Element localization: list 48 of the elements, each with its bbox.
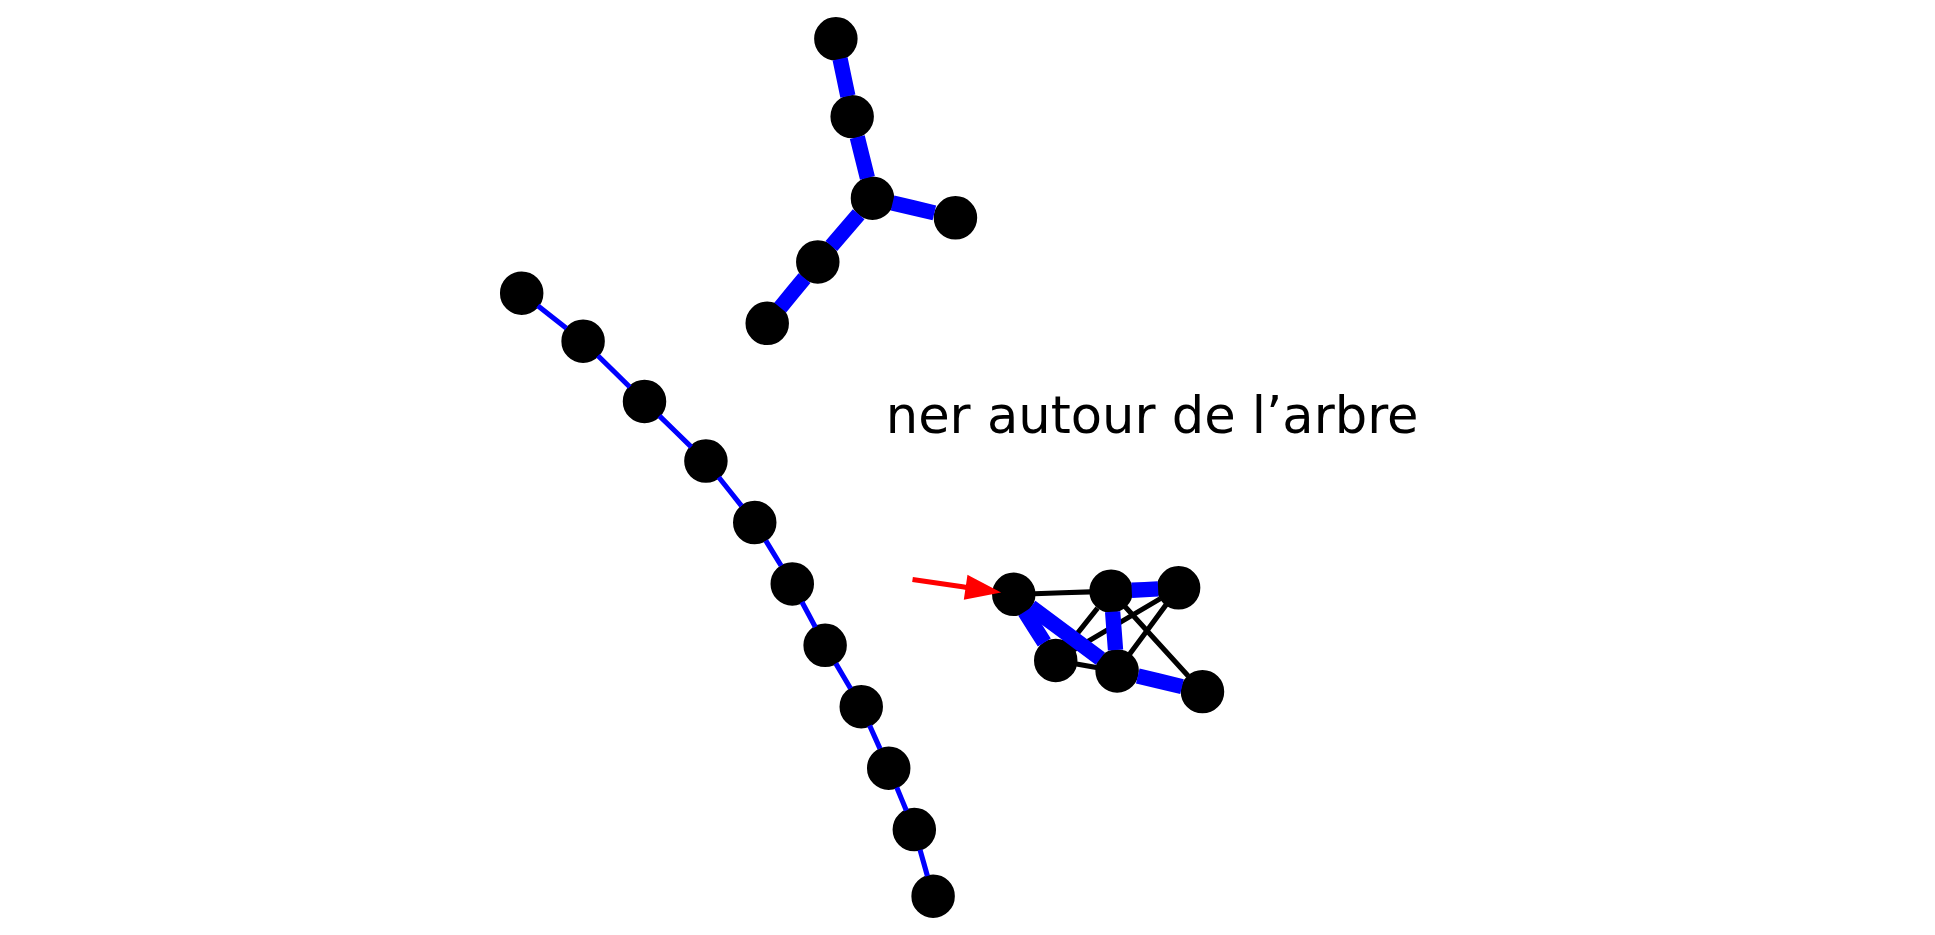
connector bbox=[763, 539, 783, 568]
node-circle bbox=[1094, 649, 1139, 693]
connector bbox=[917, 849, 930, 877]
connector bbox=[1135, 668, 1184, 695]
node-circle bbox=[802, 623, 847, 668]
node-circle bbox=[829, 94, 874, 139]
connector bbox=[1104, 611, 1123, 651]
connector bbox=[890, 195, 936, 221]
node-circle bbox=[839, 685, 883, 729]
node-circle bbox=[991, 572, 1035, 617]
connector bbox=[1075, 661, 1097, 670]
connector bbox=[595, 353, 632, 389]
node-circle bbox=[850, 176, 894, 220]
node-circle bbox=[892, 807, 936, 852]
connector bbox=[657, 414, 693, 449]
node-circle bbox=[1180, 669, 1224, 714]
connector bbox=[866, 724, 882, 750]
node-circle bbox=[732, 500, 776, 545]
arrow bbox=[911, 574, 1001, 600]
connector bbox=[716, 475, 743, 508]
node-circle bbox=[1033, 638, 1077, 683]
node-circle bbox=[683, 439, 728, 483]
connector bbox=[1126, 603, 1168, 656]
node-circle bbox=[745, 301, 789, 346]
node-circle bbox=[933, 196, 977, 240]
connector bbox=[535, 303, 568, 331]
connector bbox=[1130, 581, 1158, 598]
connector bbox=[832, 57, 855, 98]
connector bbox=[833, 662, 853, 690]
node-circle bbox=[560, 319, 605, 363]
connector bbox=[1033, 589, 1091, 597]
connector bbox=[773, 273, 810, 313]
node-circle bbox=[813, 17, 858, 61]
connector bbox=[799, 600, 818, 629]
connector bbox=[1017, 607, 1051, 647]
connector bbox=[893, 786, 909, 812]
node-circle bbox=[499, 271, 543, 315]
node-circle bbox=[1088, 569, 1133, 613]
node-circle bbox=[770, 562, 814, 606]
connector bbox=[1122, 604, 1190, 678]
node-circle bbox=[1156, 566, 1200, 610]
node-circle bbox=[622, 379, 666, 424]
node-circle bbox=[795, 240, 840, 284]
node-circle bbox=[910, 874, 955, 918]
connector bbox=[825, 209, 864, 252]
connector bbox=[849, 135, 875, 180]
label: ner autour de l’arbre bbox=[885, 386, 1419, 446]
node-circle bbox=[866, 746, 910, 790]
